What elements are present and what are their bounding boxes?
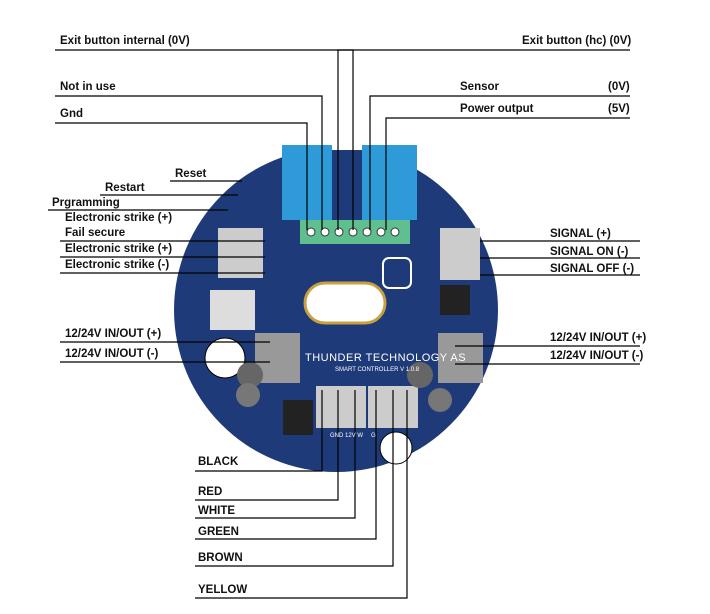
board-brand: THUNDER TECHNOLOGY AS	[305, 352, 467, 364]
label-sensor-voltage: (0V)	[608, 81, 630, 93]
terminal-block-right	[362, 145, 417, 220]
label-strike-plus-1: Electronic strike (+)	[65, 212, 173, 224]
label-signal-plus: SIGNAL (+)	[550, 228, 611, 240]
label-in-out-minus-right: 12/24V IN/OUT (-)	[550, 350, 644, 362]
label-fail-secure: Fail secure	[65, 227, 126, 239]
strike-connector	[218, 228, 263, 278]
label-programming: Prgramming	[52, 197, 120, 209]
label-sensor: Sensor	[460, 81, 499, 93]
label-brown: BROWN	[198, 552, 243, 564]
label-signal-off: SIGNAL OFF (-)	[550, 263, 635, 275]
label-in-out-plus-right: 12/24V IN/OUT (+)	[550, 332, 647, 344]
label-in-out-plus-left: 12/24V IN/OUT (+)	[65, 328, 162, 340]
bottom-terminal-left	[316, 386, 366, 428]
power-connector-right	[438, 333, 483, 383]
label-power-voltage: (5V)	[608, 103, 630, 115]
signal-connector	[440, 228, 480, 280]
leader-lines	[48, 49, 640, 599]
label-reset: Reset	[175, 168, 207, 180]
label-not-in-use: Not in use	[60, 81, 116, 93]
label-exit-hc: Exit button (hc) (0V)	[522, 35, 632, 47]
label-signal-on: SIGNAL ON (-)	[550, 246, 629, 258]
label-power-output: Power output	[460, 103, 534, 115]
label-restart: Restart	[105, 182, 145, 194]
label-red: RED	[198, 486, 223, 498]
capacitor	[204, 337, 246, 379]
board-model: SMART CONTROLLER V 1.0.8	[335, 367, 420, 373]
label-gnd: Gnd	[60, 108, 83, 120]
board-pin-g: G	[371, 433, 376, 439]
label-green: GREEN	[198, 526, 239, 538]
label-strike-minus: Electronic strike (-)	[65, 259, 170, 271]
board-pin-labels: GND 12V W	[330, 433, 364, 439]
label-in-out-minus-left: 12/24V IN/OUT (-)	[65, 348, 159, 360]
label-white: WHITE	[198, 505, 236, 517]
label-black: BLACK	[198, 456, 239, 468]
label-strike-plus-2: Electronic strike (+)	[65, 243, 173, 255]
label-yellow: YELLOW	[198, 584, 248, 596]
label-exit-internal: Exit button internal (0V)	[60, 35, 190, 47]
